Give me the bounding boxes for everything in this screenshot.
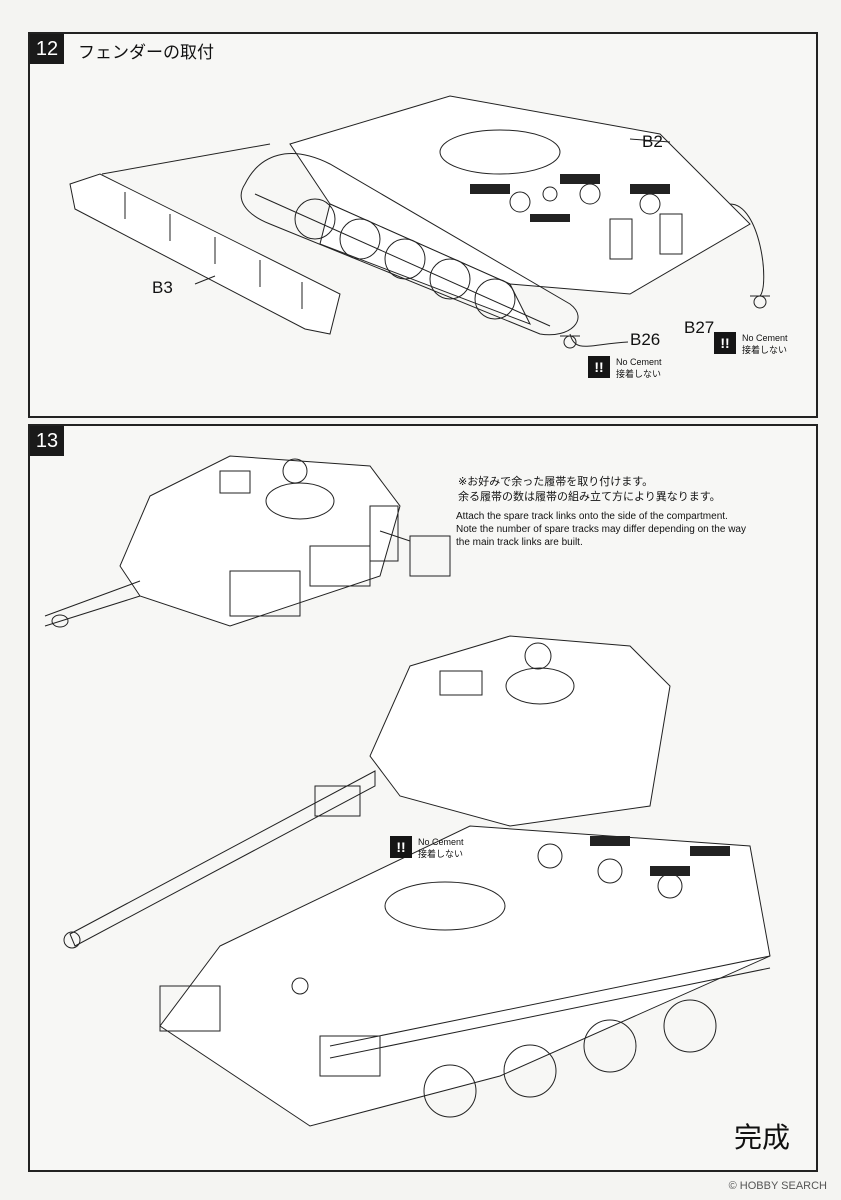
fender-part-b3: [69, 173, 341, 335]
note-en-line: the main track links are built.: [456, 537, 583, 548]
step-number: 13: [30, 426, 64, 456]
engine-deck: [470, 174, 670, 222]
note-en-line: Note the number of spare tracks may diff…: [456, 524, 746, 535]
warning-icon: !!: [714, 332, 736, 354]
warning-text-en: No Cement: [418, 837, 464, 847]
turret-and-hull-illustration: [44, 455, 771, 1127]
spare-track-note-en: Attach the spare track links onto the si…: [456, 510, 746, 549]
tow-shackle-b26: [560, 335, 580, 349]
no-cement-warning-b27: !! No Cement 接着しない: [714, 332, 788, 356]
part-label-b26: B26: [630, 330, 661, 349]
part-label-b27: B27: [684, 318, 715, 337]
no-cement-warning-turret: !! No Cement 接着しない: [390, 836, 464, 860]
warning-icon: !!: [390, 836, 412, 858]
tow-shackle-b27: [750, 295, 770, 309]
spare-track-note-jp: ※お好みで余った履帯を取り付けます。 余る履帯の数は履帯の組み立て方により異なり…: [458, 474, 721, 504]
part-label-b3: B3: [152, 278, 173, 297]
step-title: フェンダーの取付: [78, 43, 214, 63]
turret-spare-tracks: [44, 455, 451, 628]
note-jp-line: 余る履帯の数は履帯の組み立て方により異なります。: [458, 490, 721, 503]
warning-text-jp: 接着しない: [742, 345, 788, 355]
warning-text-en: No Cement: [742, 333, 788, 343]
turret-assembly: [63, 635, 671, 949]
warning-text-jp: 接着しない: [418, 849, 464, 859]
note-en-line: Attach the spare track links onto the si…: [456, 511, 728, 522]
watermark: © HOBBY SEARCH: [728, 1180, 827, 1192]
note-jp-line: ※お好みで余った履帯を取り付けます。: [458, 475, 654, 488]
step-12-panel: 12 フェンダーの取付: [28, 32, 818, 418]
warning-text-en: No Cement: [616, 357, 662, 367]
warning-icon: !!: [588, 356, 610, 378]
road-wheels: [294, 198, 516, 320]
step-number: 12: [30, 34, 64, 64]
finished-label: 完成: [733, 1121, 790, 1154]
no-cement-warning-b26: !! No Cement 接着しない: [588, 356, 662, 380]
hull-fender-illustration: [69, 95, 770, 349]
step-13-panel: 13 ※お好みで余った履帯を取り付けます。 余る履帯の数は履帯の組み立て方により…: [28, 424, 818, 1172]
part-label-b2: B2: [642, 132, 663, 151]
hull-assembly: [159, 825, 771, 1127]
warning-text-jp: 接着しない: [616, 369, 662, 379]
